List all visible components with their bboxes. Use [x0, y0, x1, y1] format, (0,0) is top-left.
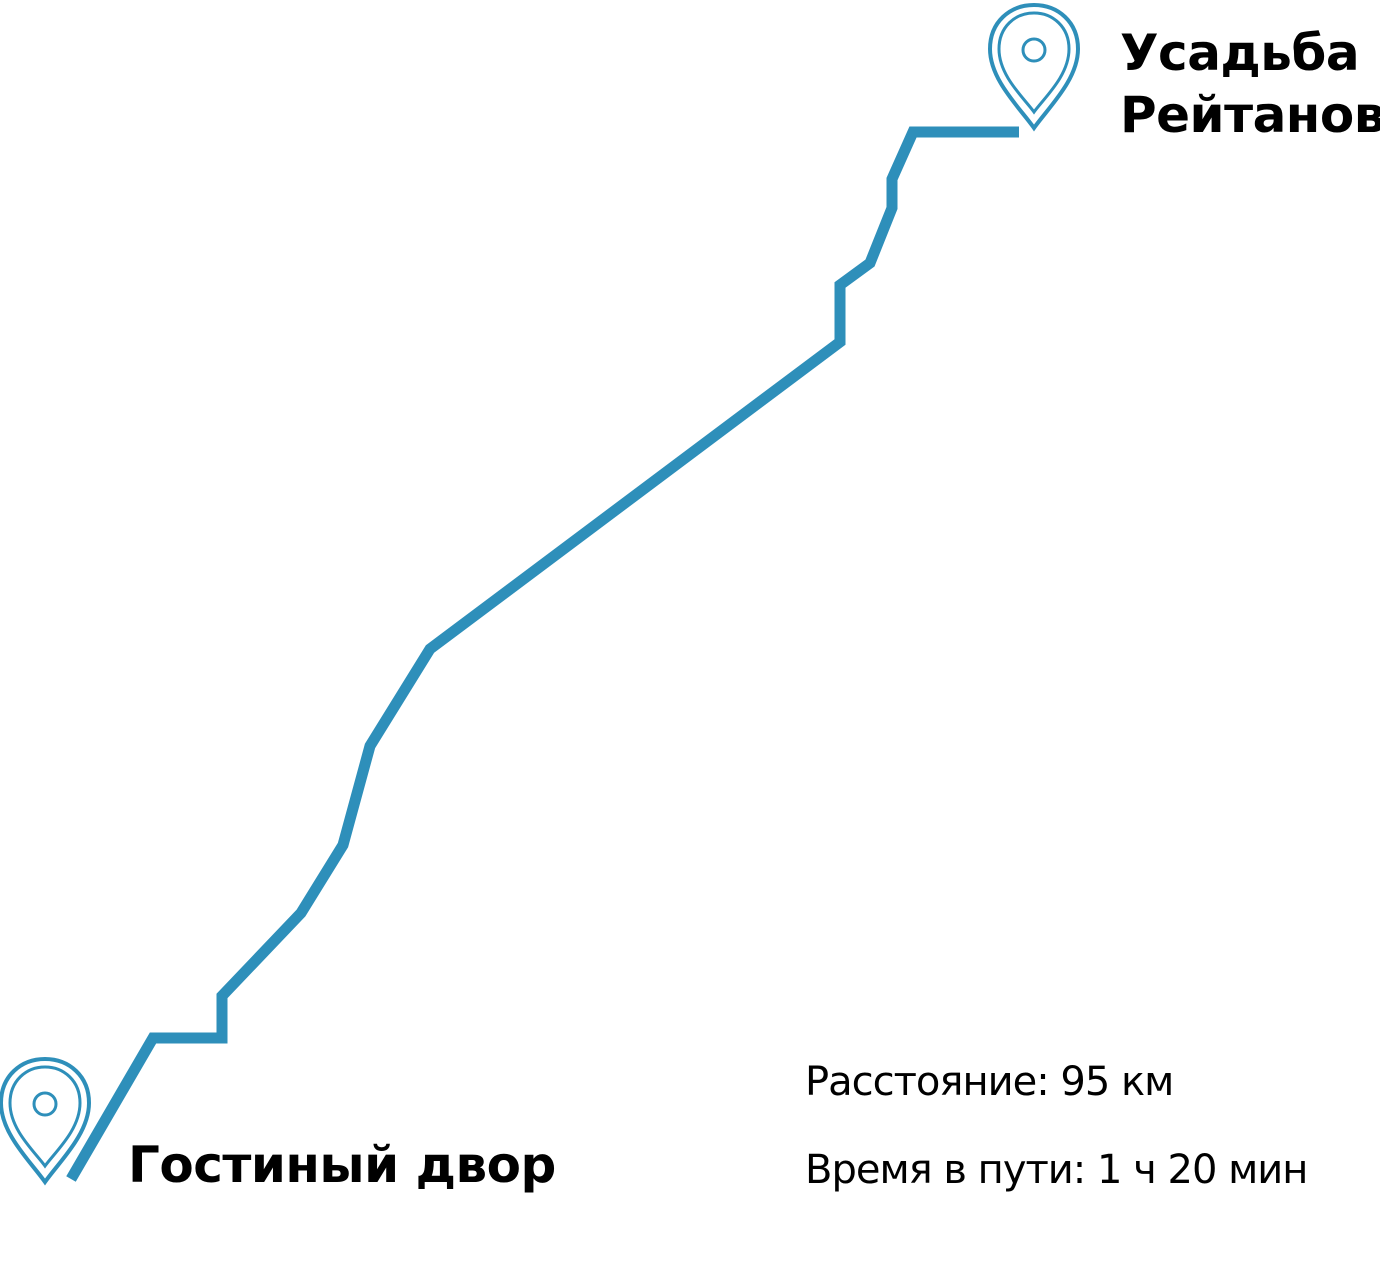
- distance-info: Расстояние: 95 км: [805, 1059, 1174, 1105]
- origin-pin-icon: [0, 1056, 92, 1186]
- destination-name-line1: Усадьба: [1120, 24, 1360, 82]
- route-line: [66, 126, 1019, 1182]
- origin-label: Гостиный двор: [128, 1136, 556, 1194]
- destination-pin-icon: [987, 2, 1081, 132]
- destination-name-line2: Рейтанов: [1120, 86, 1380, 144]
- destination-label: Усадьба Рейтанов: [1120, 22, 1380, 146]
- travel-time-info: Время в пути: 1 ч 20 мин: [805, 1147, 1308, 1193]
